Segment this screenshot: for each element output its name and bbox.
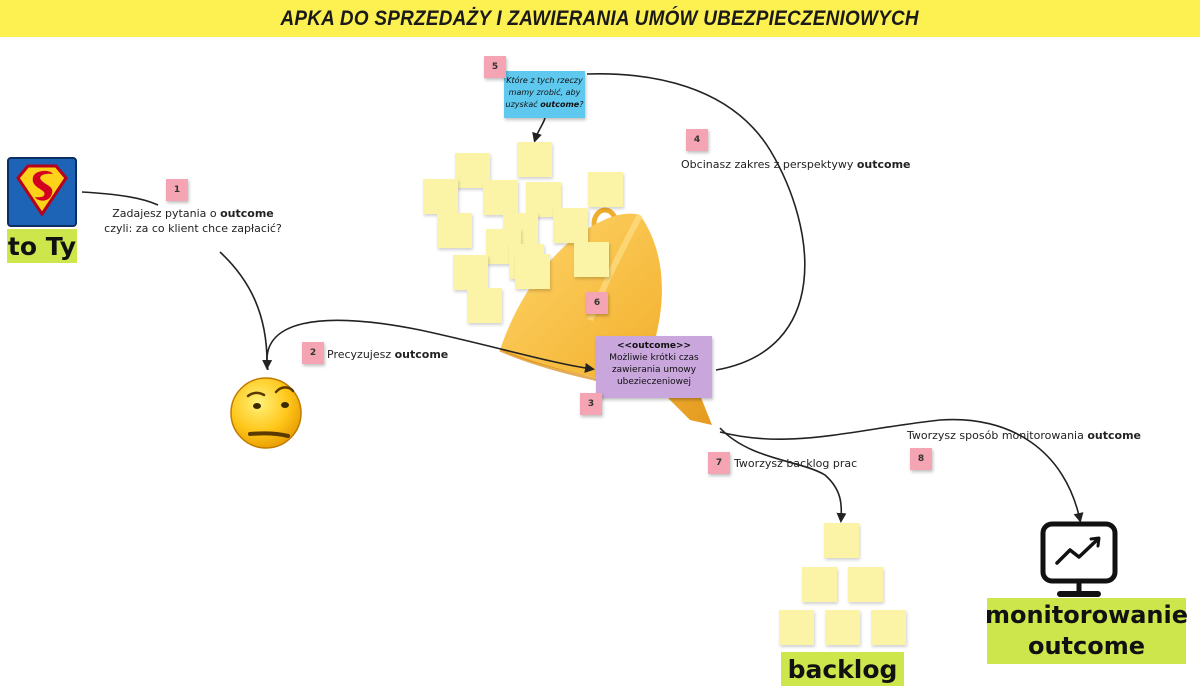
backlog-sticky-note bbox=[824, 523, 859, 558]
step-5-badge: 5 bbox=[484, 56, 506, 78]
backlog-sticky-note bbox=[848, 567, 883, 602]
backlog-sticky-note bbox=[802, 567, 837, 602]
step-8-text: Tworzysz sposób monitorowania outcome bbox=[907, 429, 1142, 442]
sticky-note bbox=[553, 208, 588, 243]
arrow-question-to-stickies bbox=[532, 117, 546, 143]
step-7-badge: 7 bbox=[708, 452, 730, 474]
arrow-face-to-outcome bbox=[266, 319, 595, 373]
sticky-note bbox=[437, 213, 472, 248]
step-7-text: Tworzysz backlog prac bbox=[734, 457, 858, 470]
sticky-note bbox=[423, 179, 458, 214]
sticky-note bbox=[453, 255, 488, 290]
title-banner: APKA DO SPRZEDAŻY I ZAWIERANIA UMÓW UBEZ… bbox=[0, 0, 1200, 37]
step-1-text: Zadajesz pytania o outcome czyli: za co … bbox=[104, 207, 282, 235]
step-6-badge: 6 bbox=[586, 292, 608, 314]
sticky-note bbox=[517, 142, 552, 177]
label-you: to Ty bbox=[7, 229, 77, 263]
arrow-outcome-to-question bbox=[586, 73, 806, 371]
sticky-note bbox=[483, 180, 518, 215]
arrow-funnel-to-monitoring bbox=[719, 418, 1084, 523]
worried-face-icon bbox=[230, 377, 302, 449]
question-note: Które z tych rzeczy mamy zrobić, aby uzy… bbox=[504, 71, 585, 118]
arrow-step1-to-face bbox=[219, 251, 273, 370]
step-2-badge: 2 bbox=[302, 342, 324, 364]
sticky-note bbox=[574, 242, 609, 277]
label-backlog: backlog bbox=[781, 652, 904, 686]
step-8-badge: 8 bbox=[910, 448, 932, 470]
arrow-superman-to-step1 bbox=[81, 191, 159, 206]
superman-logo-icon bbox=[7, 157, 77, 227]
backlog-sticky-note bbox=[779, 610, 814, 645]
step-4-text: Obcinasz zakres z perspektywy outcome bbox=[681, 158, 911, 171]
sticky-note bbox=[467, 288, 502, 323]
page-title: APKA DO SPRZEDAŻY I ZAWIERANIA UMÓW UBEZ… bbox=[280, 6, 920, 30]
step-2-text: Precyzujesz outcome bbox=[327, 348, 449, 361]
label-monitoring: monitorowanie outcome bbox=[985, 598, 1188, 664]
step-3-badge: 3 bbox=[580, 393, 602, 415]
backlog-sticky-note bbox=[871, 610, 906, 645]
sticky-note bbox=[588, 172, 623, 207]
step-4-badge: 4 bbox=[686, 129, 708, 151]
step-1-badge: 1 bbox=[166, 179, 188, 201]
outcome-note: <<outcome>> Możliwie krótki czas zawiera… bbox=[596, 336, 712, 398]
backlog-sticky-note bbox=[825, 610, 860, 645]
monitor-chart-icon bbox=[1040, 521, 1118, 597]
arrow-funnel-to-backlog bbox=[719, 427, 847, 523]
sticky-note bbox=[515, 254, 550, 289]
